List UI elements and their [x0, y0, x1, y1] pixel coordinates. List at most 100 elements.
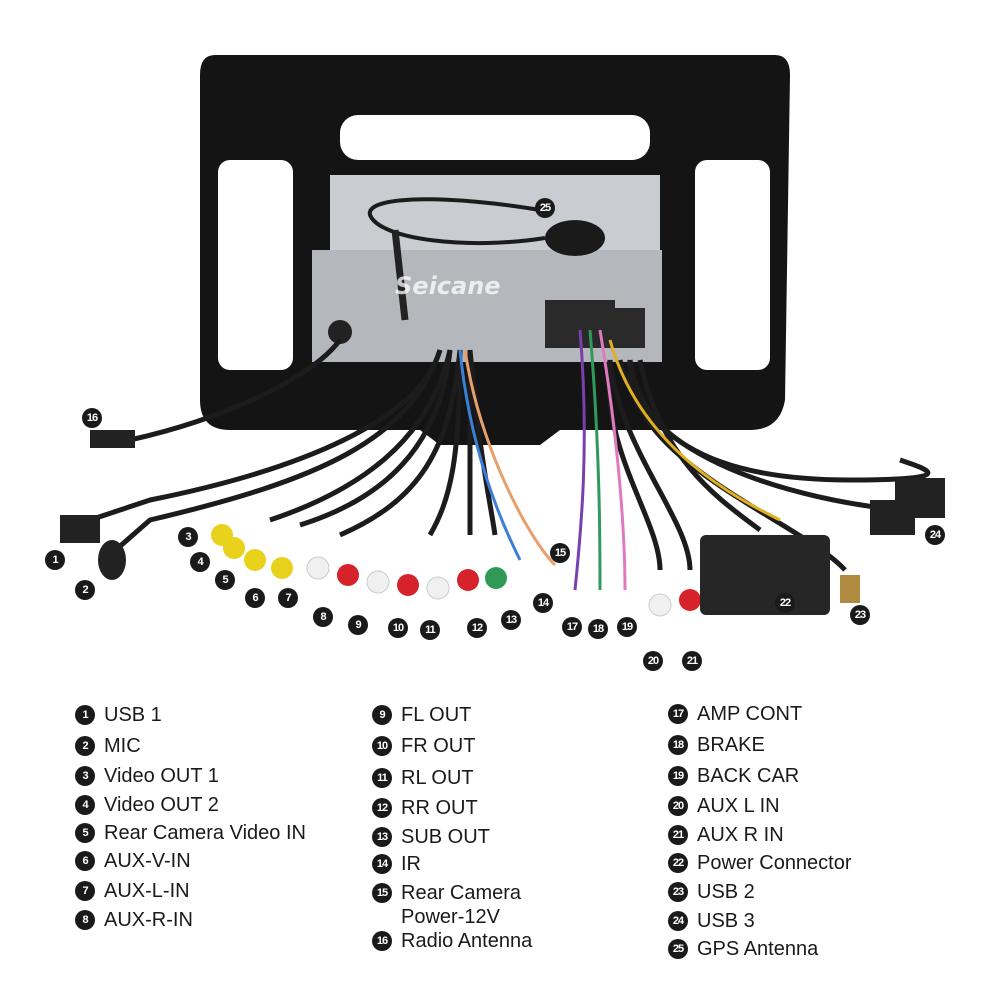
legend-number: 6 — [75, 851, 95, 871]
marker-3: 3 — [178, 527, 198, 547]
legend-number: 2 — [75, 736, 95, 756]
radio-antenna-plug — [90, 430, 135, 448]
legend-item: 18 BRAKE — [668, 733, 765, 757]
gps-antenna — [545, 220, 605, 256]
legend-item: 4 Video OUT 2 — [75, 793, 219, 817]
legend-number: 21 — [668, 825, 688, 845]
marker-23: 23 — [850, 605, 870, 625]
legend-item: 5 Rear Camera Video IN — [75, 821, 306, 845]
usb1-plug — [60, 515, 100, 543]
legend-label: AUX-V-IN — [104, 850, 191, 872]
marker-7: 7 — [278, 588, 298, 608]
left-vent-cutout — [218, 160, 293, 370]
marker-18: 18 — [588, 619, 608, 639]
legend-item: 20 AUX L IN — [668, 794, 780, 818]
right-vent-cutout — [695, 160, 770, 370]
marker-22: 22 — [775, 593, 795, 613]
marker-16: 16 — [82, 408, 102, 428]
marker-10: 10 — [388, 618, 408, 638]
product-photo — [60, 55, 945, 617]
legend-number: 19 — [668, 766, 688, 786]
legend-number: 4 — [75, 795, 95, 815]
legend-label: Video OUT 2 — [104, 794, 219, 816]
legend-label: Power Connector — [697, 852, 852, 874]
legend-number: 1 — [75, 705, 95, 725]
legend-label: AUX-R-IN — [104, 909, 193, 931]
legend-number: 12 — [372, 798, 392, 818]
marker-19: 19 — [617, 617, 637, 637]
legend-item: 25 GPS Antenna — [668, 937, 818, 961]
legend-number: 14 — [372, 854, 392, 874]
marker-17: 17 — [562, 617, 582, 637]
marker-13: 13 — [501, 610, 521, 630]
legend-item: 22 Power Connector — [668, 851, 852, 875]
marker-20: 20 — [643, 651, 663, 671]
legend-label: GPS Antenna — [697, 938, 819, 960]
usb3-plug-2 — [870, 500, 915, 535]
legend-label: FR OUT — [401, 735, 476, 757]
marker-11: 11 — [420, 620, 440, 640]
legend-label: USB 2 — [697, 881, 755, 903]
legend-item: 7 AUX-L-IN — [75, 879, 190, 903]
legend-item: 15 Rear Camera Power-12V — [372, 881, 521, 929]
legend-number: 25 — [668, 939, 688, 959]
marker-24: 24 — [925, 525, 945, 545]
rca-plugs — [211, 524, 701, 617]
legend-item: 11 RL OUT — [372, 766, 474, 790]
radio-antenna-socket — [328, 320, 352, 344]
legend-number: 11 — [372, 768, 392, 788]
power-connector — [700, 535, 830, 615]
marker-6: 6 — [245, 588, 265, 608]
legend-label: AUX L IN — [697, 795, 780, 817]
marker-1: 1 — [45, 550, 65, 570]
marker-2: 2 — [75, 580, 95, 600]
legend-label: Video OUT 1 — [104, 765, 219, 787]
legend-item: 3 Video OUT 1 — [75, 764, 219, 788]
legend-item: 6 AUX-V-IN — [75, 849, 191, 873]
usb2-plug — [840, 575, 860, 603]
legend-label: BRAKE — [697, 734, 765, 756]
legend-label: IR — [401, 853, 421, 875]
legend-label: BACK CAR — [697, 765, 800, 787]
legend-number: 10 — [372, 736, 392, 756]
legend-number: 24 — [668, 911, 688, 931]
legend-label: RL OUT — [401, 767, 474, 789]
legend-number: 9 — [372, 705, 392, 725]
legend-item: 8 AUX-R-IN — [75, 908, 193, 932]
marker-25: 25 — [535, 198, 555, 218]
marker-5: 5 — [215, 570, 235, 590]
legend-label: AUX-L-IN — [104, 880, 190, 902]
legend-label: Radio Antenna — [401, 930, 533, 952]
legend-item: 9 FL OUT — [372, 703, 471, 727]
seicane-watermark: Seicane — [395, 272, 501, 300]
marker-21: 21 — [682, 651, 702, 671]
legend-label: AUX R IN — [697, 824, 784, 846]
legend-number: 3 — [75, 766, 95, 786]
mic-plug — [98, 540, 126, 580]
legend-number: 23 — [668, 882, 688, 902]
legend-item: 14 IR — [372, 852, 421, 876]
legend-number: 22 — [668, 853, 688, 873]
legend-label: Rear Camera Video IN — [104, 822, 306, 844]
legend-number: 18 — [668, 735, 688, 755]
legend-item: 10 FR OUT — [372, 734, 475, 758]
legend-number: 8 — [75, 910, 95, 930]
legend-label: FL OUT — [401, 704, 472, 726]
marker-4: 4 — [190, 552, 210, 572]
marker-9: 9 — [348, 615, 368, 635]
legend-number: 5 — [75, 823, 95, 843]
legend-label: AMP CONT — [697, 703, 803, 725]
marker-8: 8 — [313, 607, 333, 627]
marker-15: 15 — [550, 543, 570, 563]
legend-label: Rear Camera Power-12V — [401, 882, 522, 928]
legend-number: 13 — [372, 827, 392, 847]
legend-number: 20 — [668, 796, 688, 816]
legend-number: 15 — [372, 883, 392, 903]
legend-number: 7 — [75, 881, 95, 901]
